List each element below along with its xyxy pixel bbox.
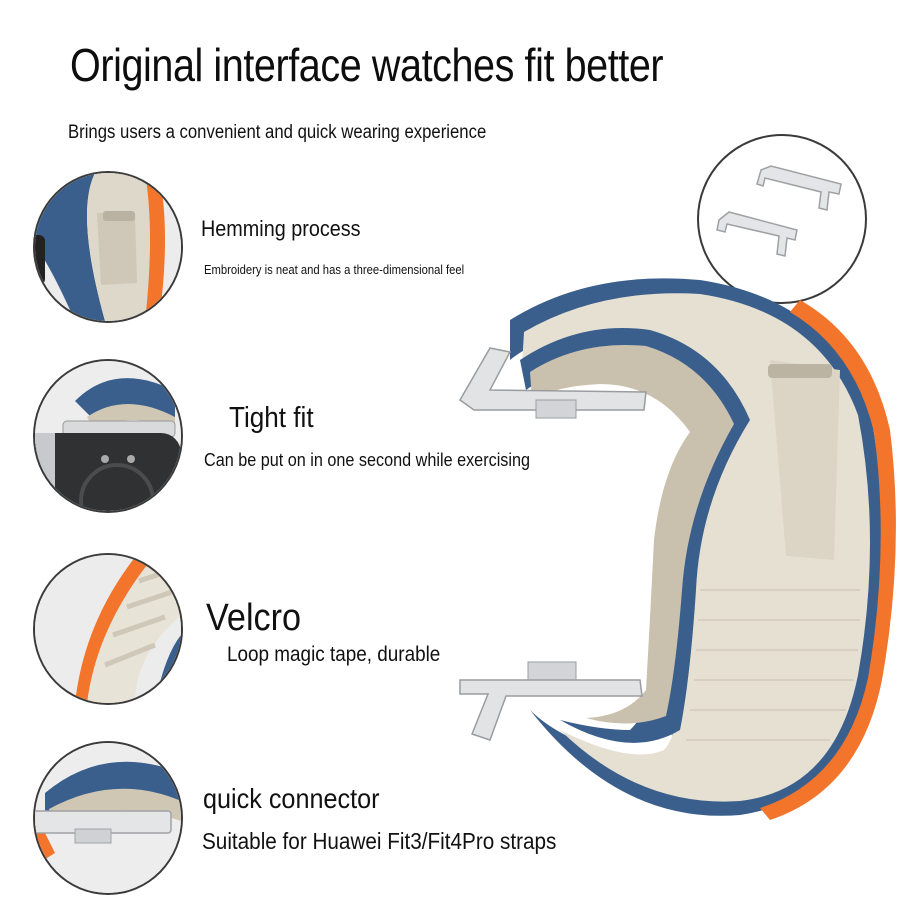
metal-connector-icon — [716, 165, 842, 257]
velcro-closeup-circle — [33, 553, 183, 705]
feature-heading-tight-fit: Tight fit — [229, 402, 314, 434]
watch-back-closeup-circle — [33, 359, 183, 513]
feature-heading-hemming: Hemming process — [201, 216, 361, 241]
page-subtitle: Brings users a convenient and quick wear… — [68, 122, 487, 143]
connector-closeup-icon — [35, 743, 181, 893]
connector-closeup-circle — [697, 134, 867, 304]
bottom-connector-icon — [459, 661, 643, 741]
hemming-closeup-icon — [35, 173, 181, 321]
feature-desc-velcro: Loop magic tape, durable — [227, 643, 441, 666]
product-strap-image — [450, 260, 900, 840]
top-connector-icon — [459, 347, 647, 419]
feature-heading-velcro: Velcro — [206, 597, 302, 639]
feature-desc-quick-connector: Suitable for Huawei Fit3/Fit4Pro straps — [202, 828, 557, 854]
feature-desc-tight-fit: Can be put on in one second while exerci… — [204, 450, 531, 470]
watch-back-closeup-icon — [35, 361, 181, 511]
feature-heading-quick-connector: quick connector — [203, 783, 380, 814]
loop-strap-illustration — [459, 278, 896, 820]
hemming-closeup-circle — [33, 171, 183, 323]
feature-desc-hemming: Embroidery is neat and has a three-dimen… — [204, 263, 465, 277]
velcro-closeup-icon — [35, 555, 181, 703]
page-title: Original interface watches fit better — [70, 39, 664, 91]
connector-strap-closeup-circle — [33, 741, 183, 895]
